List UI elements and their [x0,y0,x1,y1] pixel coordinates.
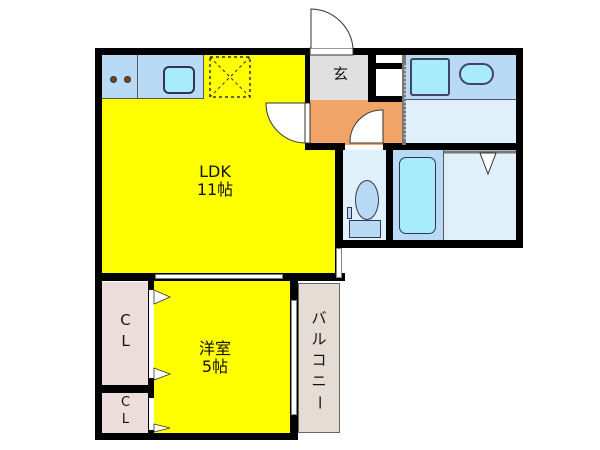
closet-1-l: L [121,332,130,350]
balcony-window[interactable] [291,300,297,415]
western-room-label: 洋室 5帖 [180,340,250,375]
wall-top-right [353,48,523,55]
closet-2-c: C [120,395,131,410]
kitchen-divider [137,55,138,99]
closet-door-1[interactable] [149,290,154,378]
balcony-char: ー [310,394,329,410]
toilet-tank-icon [349,220,381,238]
balcony-char: コ [311,351,327,369]
entrance-floor [310,55,370,100]
western-room-name: 洋室 [198,339,231,358]
dressing-floor [444,150,516,240]
ldk-size: 11帖 [196,179,234,199]
wall-bottom-wet [335,240,523,248]
wall-hall-bottom-r [383,143,523,150]
wall-washroom-left [402,55,406,145]
balcony-char: ニ [311,372,327,390]
balcony-floor [298,283,340,433]
toilet-icon [355,180,379,220]
western-room-floor [150,280,295,435]
ldk-door-icon [265,102,306,144]
closet-1-label: C L [102,310,149,352]
wall-top-ldk [95,48,310,55]
closet-2-label: C L [102,395,149,429]
wall-toilet-bath [386,143,393,248]
wall-closet-mid [95,385,154,393]
entrance-label: 玄 [332,65,348,83]
entrance-door-icon [310,8,354,49]
sliding-door[interactable] [155,274,283,279]
balcony-char: バ [311,309,327,327]
closet-2-floor [102,393,149,433]
ldk-label: LDK 11帖 [160,163,270,198]
closet-2-l: L [121,411,130,427]
washbasin-icon [410,58,450,96]
refrigerator-space-icon [209,56,251,98]
wall-hall-bottom [305,143,345,150]
stove-burner-icon [110,76,117,83]
balcony-char: ル [311,330,327,348]
washing-machine-icon [459,63,494,85]
ldk-name: LDK [199,162,231,181]
closet-door-2[interactable] [149,398,154,430]
bathtub-icon [399,157,436,234]
drawer-marker-icon [479,152,497,176]
wall-storage-bottom [368,96,403,102]
wall-right [516,48,523,248]
balcony-label: バ ル コ ニ ー [300,308,338,413]
kitchen-sink-icon [163,66,195,94]
ldk-window[interactable] [336,248,342,278]
wall-entrance-right [368,55,376,100]
toilet-handle-icon [347,207,352,219]
stove-burner-icon [124,76,131,83]
wall-ldk-right [305,48,310,103]
closet-1-c: C [120,311,131,329]
wall-left [95,48,102,440]
wall-toilet-left [336,143,343,248]
toilet-door-icon [349,109,384,144]
wall-storage [368,63,403,69]
wall-bottom [95,433,298,440]
western-room-size: 5帖 [201,356,229,376]
closet-1-floor [102,282,149,385]
